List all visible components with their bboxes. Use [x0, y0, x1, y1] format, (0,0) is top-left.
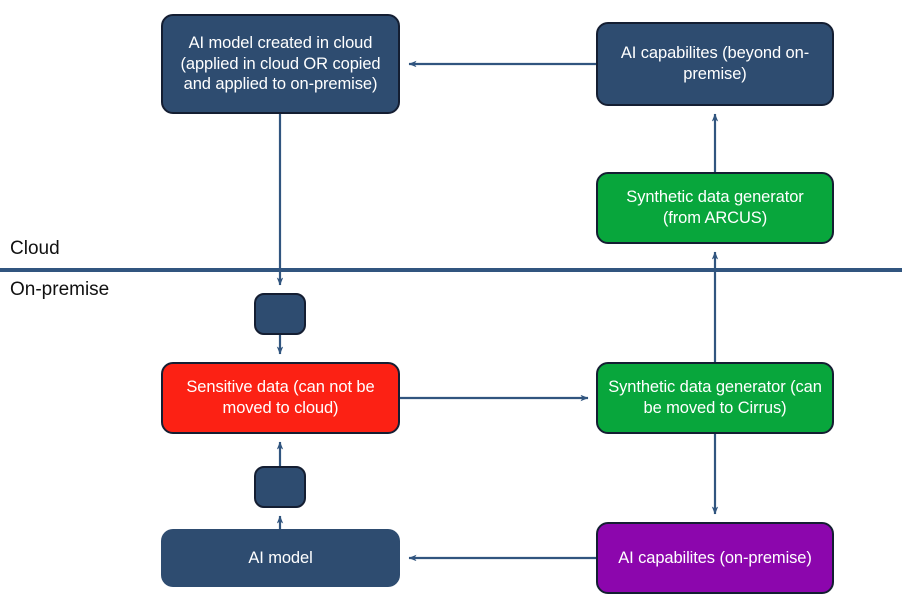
zone-label-on-premise: On-premise: [10, 279, 110, 300]
node-label: Synthetic data generator (can be moved t…: [608, 378, 822, 417]
node-synthetic-data-generator-cirrus[interactable]: Synthetic data generator (can be moved t…: [596, 362, 834, 434]
node-ai-model-created-in-cloud[interactable]: AI model created in cloud (applied in cl…: [161, 14, 400, 114]
node-cloud-to-on-premise-connector[interactable]: [254, 293, 306, 335]
node-label: Sensitive data (can not be moved to clou…: [186, 378, 375, 417]
node-sensitive-data[interactable]: Sensitive data (can not be moved to clou…: [161, 362, 400, 434]
node-ai-model[interactable]: AI model: [161, 529, 400, 587]
node-label: Synthetic data generator (from ARCUS): [626, 188, 804, 227]
node-ai-capabilites-beyond-on-premise[interactable]: AI capabilites (beyond on-premise): [596, 22, 834, 106]
cloud-on-premise-divider: [0, 268, 902, 272]
node-label: AI capabilites (beyond on-premise): [620, 44, 810, 83]
node-synthetic-data-generator-from-arcus[interactable]: Synthetic data generator (from ARCUS): [596, 172, 834, 244]
node-ai-capabilites-on-premise[interactable]: AI capabilites (on-premise): [596, 522, 834, 594]
node-label: AI model created in cloud (applied in cl…: [180, 33, 381, 94]
zone-label-cloud: Cloud: [10, 238, 60, 259]
node-label: AI model: [248, 548, 313, 567]
node-label: AI capabilites (on-premise): [618, 548, 812, 567]
node-ai-model-to-sensitive-data-connector[interactable]: [254, 466, 306, 508]
